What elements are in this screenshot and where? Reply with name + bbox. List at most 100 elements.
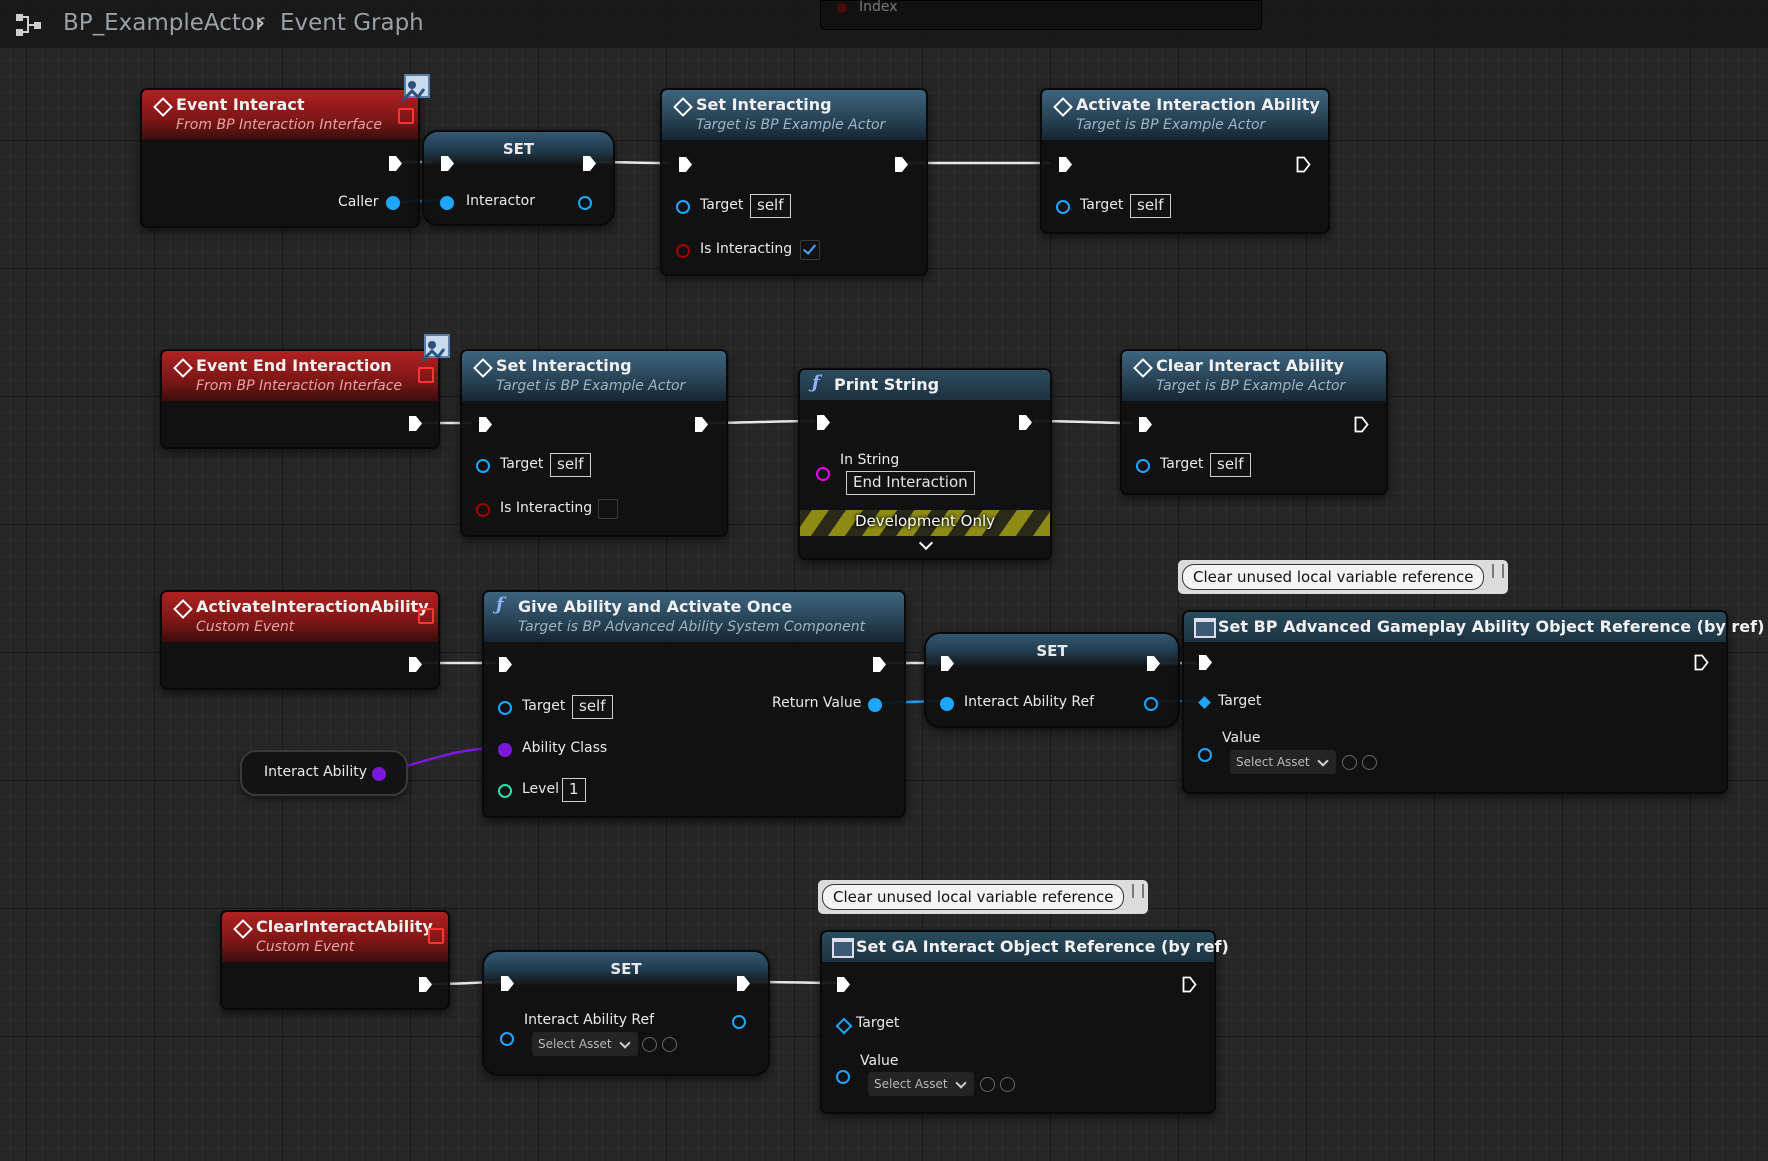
exec-pin-icon[interactable] <box>388 155 403 172</box>
event-end-interaction-node[interactable]: Event End Interaction From BP Interactio… <box>160 349 440 449</box>
print-string-node[interactable]: ƒ Print String In String End Interaction… <box>798 368 1052 560</box>
target-pin[interactable] <box>835 1017 853 1035</box>
in-string-pin[interactable] <box>816 467 830 481</box>
exec-pin-icon[interactable] <box>582 155 597 172</box>
interact-ability-ref-in-pin[interactable] <box>940 697 954 711</box>
delegate-pin-icon[interactable] <box>418 608 434 624</box>
browse-icon[interactable] <box>1342 755 1357 770</box>
bool-pin[interactable] <box>676 244 690 258</box>
target-self-field[interactable]: self <box>572 695 613 719</box>
exec-pin-icon[interactable] <box>500 975 515 992</box>
exec-pin-icon[interactable] <box>1296 156 1311 173</box>
set-interacting-node[interactable]: Set Interacting Target is BP Example Act… <box>660 88 928 276</box>
activate-interaction-ability-event-node[interactable]: ActivateInteractionAbility Custom Event <box>160 590 440 690</box>
exec-pin-icon[interactable] <box>836 976 851 993</box>
exec-pin-icon[interactable] <box>408 656 423 673</box>
level-pin[interactable] <box>498 784 512 798</box>
exec-pin-icon[interactable] <box>1146 655 1161 672</box>
search-icon[interactable] <box>1362 755 1377 770</box>
browse-icon[interactable] <box>980 1077 995 1092</box>
clear-interact-ability-event-node[interactable]: ClearInteractAbility Custom Event <box>220 910 450 1010</box>
target-pin[interactable] <box>1136 459 1150 473</box>
caller-pin[interactable] <box>386 196 400 210</box>
exec-pin-icon[interactable] <box>418 976 433 993</box>
value-pin[interactable] <box>1198 748 1212 762</box>
exec-pin-icon[interactable] <box>678 156 693 173</box>
function-icon: ƒ <box>812 372 820 393</box>
exec-pin-icon[interactable] <box>498 656 513 673</box>
exec-pin-icon[interactable] <box>1058 156 1073 173</box>
exec-pin-icon[interactable] <box>894 156 909 173</box>
exec-pin-icon[interactable] <box>1138 416 1153 433</box>
select-asset-dropdown[interactable]: Select Asset <box>1230 750 1336 774</box>
exec-pin-icon[interactable] <box>478 416 493 433</box>
graph-icon <box>16 14 41 36</box>
interact-ability-ref-out-pin[interactable] <box>732 1015 746 1029</box>
set-ga-interact-ref-node[interactable]: Set GA Interact Object Reference (by ref… <box>820 930 1229 1114</box>
return-value-pin[interactable] <box>868 698 882 712</box>
exec-pin-icon[interactable] <box>1354 416 1369 433</box>
give-ability-node[interactable]: ƒ Give Ability and Activate Once Target … <box>482 590 906 818</box>
set-interact-ability-ref-node[interactable]: SET Interact Ability Ref <box>924 632 1180 728</box>
breadcrumb-graph[interactable]: Event Graph <box>280 10 424 36</box>
exec-pin-icon[interactable] <box>1182 976 1197 993</box>
target-pin[interactable] <box>476 459 490 473</box>
target-pin[interactable] <box>676 200 690 214</box>
exec-pin-icon[interactable] <box>694 416 709 433</box>
set-interact-ability-ref-clear-node[interactable]: SET Interact Ability Ref Select Asset <box>482 950 770 1076</box>
comment-bubble[interactable]: Clear unused local variable reference <box>818 880 1148 914</box>
exec-pin-icon[interactable] <box>1694 654 1709 671</box>
select-asset-dropdown[interactable]: Select Asset <box>532 1032 638 1056</box>
level-field[interactable]: 1 <box>562 778 586 802</box>
bool-pin[interactable] <box>476 503 490 517</box>
interactor-in-pin[interactable] <box>440 196 454 210</box>
data-pin-icon[interactable] <box>837 3 847 13</box>
partial-node[interactable]: Index <box>820 0 1262 30</box>
delegate-pin-icon[interactable] <box>418 367 434 383</box>
exec-pin-icon[interactable] <box>1198 654 1213 671</box>
target-self-field[interactable]: self <box>1210 453 1251 477</box>
set-interacting-node[interactable]: Set Interacting Target is BP Example Act… <box>460 349 728 537</box>
event-interact-node[interactable]: Event Interact From BP Interaction Inter… <box>140 88 420 228</box>
search-icon[interactable] <box>662 1037 677 1052</box>
set-bp-advanced-ref-node[interactable]: Set BP Advanced Gameplay Ability Object … <box>1182 610 1764 794</box>
exec-pin-icon[interactable] <box>940 655 955 672</box>
interact-ability-variable[interactable]: Interact Ability <box>240 750 408 796</box>
interactor-out-pin[interactable] <box>578 196 592 210</box>
exec-pin-icon[interactable] <box>1018 414 1033 431</box>
activate-interaction-ability-node[interactable]: Activate Interaction Ability Target is B… <box>1040 88 1330 234</box>
exec-pin-icon[interactable] <box>816 414 831 431</box>
in-string-field[interactable]: End Interaction <box>846 471 975 495</box>
search-icon[interactable] <box>1000 1077 1015 1092</box>
target-self-field[interactable]: self <box>550 453 591 477</box>
exec-pin-icon[interactable] <box>736 975 751 992</box>
ability-class-pin[interactable] <box>498 743 512 757</box>
pin-icon[interactable] <box>1132 884 1144 898</box>
pin-icon[interactable] <box>1492 564 1504 578</box>
exec-pin-icon[interactable] <box>408 415 423 432</box>
select-asset-dropdown[interactable]: Select Asset <box>868 1072 974 1096</box>
delegate-pin-icon[interactable] <box>398 108 414 124</box>
target-self-field[interactable]: self <box>1130 194 1171 218</box>
target-pin[interactable] <box>1198 696 1211 709</box>
function-icon: ƒ <box>496 594 504 615</box>
set-interactor-node[interactable]: SET Interactor <box>422 130 615 226</box>
node-title: Give Ability and Activate Once <box>518 597 793 616</box>
exec-pin-icon[interactable] <box>872 656 887 673</box>
class-pin[interactable] <box>372 767 386 781</box>
exec-pin-icon[interactable] <box>440 155 455 172</box>
interact-ability-ref-out-pin[interactable] <box>1144 697 1158 711</box>
target-pin[interactable] <box>1056 200 1070 214</box>
clear-interact-ability-node[interactable]: Clear Interact Ability Target is BP Exam… <box>1120 349 1388 495</box>
value-pin[interactable] <box>836 1070 850 1084</box>
breadcrumb-blueprint[interactable]: BP_ExampleActor <box>63 10 265 36</box>
delegate-pin-icon[interactable] <box>428 928 444 944</box>
is-interacting-checkbox[interactable] <box>598 499 618 519</box>
target-self-field[interactable]: self <box>750 194 791 218</box>
interact-ability-ref-in-pin[interactable] <box>500 1032 514 1046</box>
is-interacting-checkbox[interactable] <box>800 240 820 260</box>
chevron-down-icon[interactable] <box>918 535 934 551</box>
browse-icon[interactable] <box>642 1037 657 1052</box>
target-pin[interactable] <box>498 701 512 715</box>
comment-bubble[interactable]: Clear unused local variable reference <box>1178 560 1508 594</box>
